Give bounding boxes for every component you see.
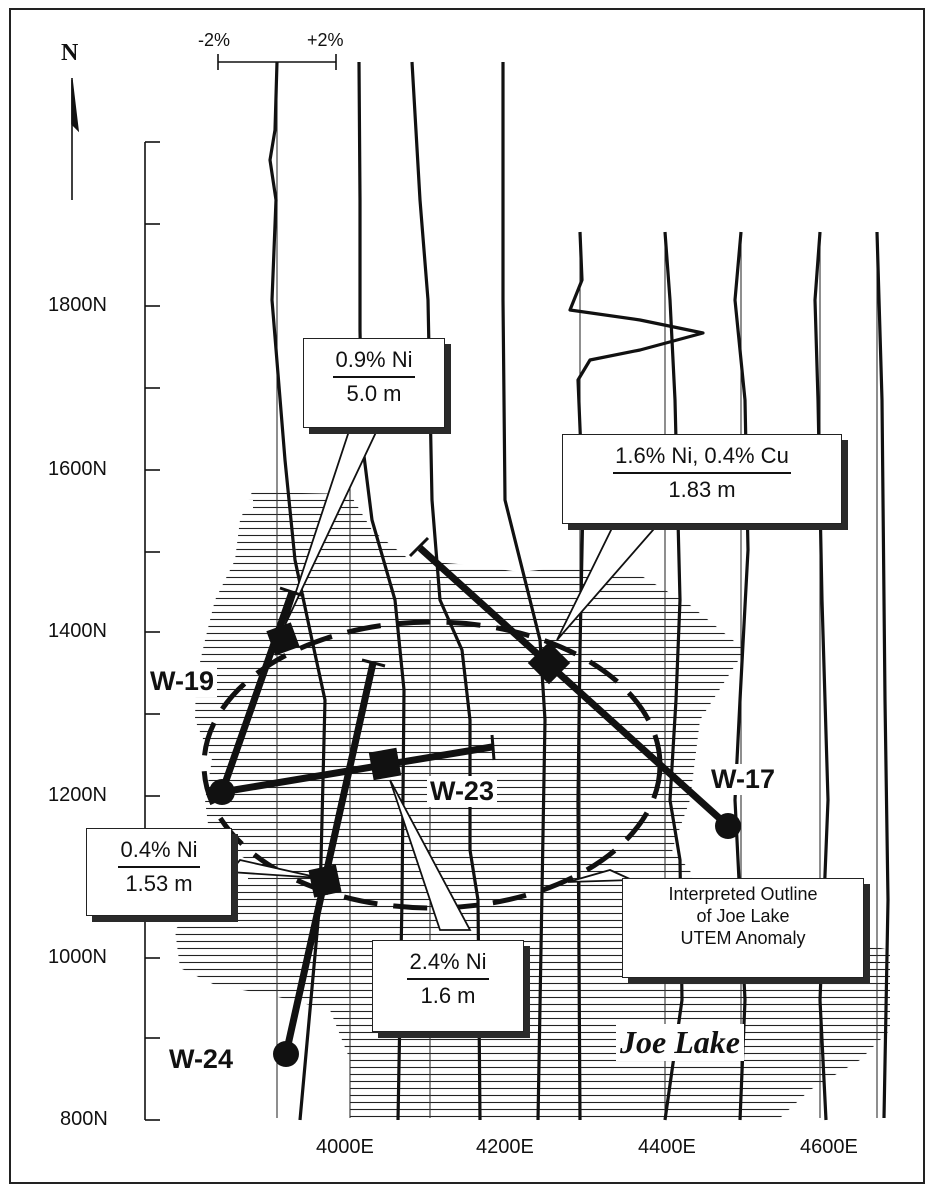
y-tick-1200: 1200N bbox=[48, 784, 107, 806]
assay-grade: 0.4% Ni bbox=[118, 837, 200, 868]
hole-label-w19: W-19 bbox=[147, 666, 217, 697]
northing-axis bbox=[144, 141, 160, 1121]
y-tick-1800: 1800N bbox=[48, 294, 107, 316]
x-tick-4000: 4000E bbox=[316, 1136, 374, 1158]
assay-callout-w23: 2.4% Ni 1.6 m bbox=[372, 940, 524, 1032]
hatched-anomaly-area bbox=[175, 492, 890, 1118]
drillhole-w17 bbox=[417, 545, 731, 829]
note-line-3: UTEM Anomaly bbox=[680, 928, 806, 948]
drillhole-w24 bbox=[282, 662, 377, 1055]
assay-width: 5.0 m bbox=[346, 381, 402, 406]
drillhole-w19 bbox=[218, 590, 296, 794]
callout-pointers bbox=[228, 427, 662, 931]
assay-width: 1.53 m bbox=[125, 871, 193, 896]
hole-label-w24: W-24 bbox=[166, 1044, 236, 1075]
map-frame bbox=[9, 8, 925, 1184]
scale-left-label: -2% bbox=[198, 30, 231, 50]
note-line-2: of Joe Lake bbox=[696, 906, 790, 926]
x-tick-4600: 4600E bbox=[800, 1136, 858, 1158]
drill-holes bbox=[218, 536, 731, 1055]
x-tick-4200: 4200E bbox=[476, 1136, 534, 1158]
assay-width: 1.83 m bbox=[668, 477, 736, 502]
x-tick-4400: 4400E bbox=[638, 1136, 696, 1158]
assay-callout-w24: 0.4% Ni 1.53 m bbox=[86, 828, 232, 916]
note-line-1: Interpreted Outline bbox=[668, 884, 818, 904]
hole-label-w23: W-23 bbox=[427, 776, 497, 807]
assay-callout-w17: 1.6% Ni, 0.4% Cu 1.83 m bbox=[562, 434, 842, 524]
y-tick-1400: 1400N bbox=[48, 620, 107, 642]
assay-grade: 0.9% Ni bbox=[333, 347, 415, 378]
scale-right-label: +2% bbox=[307, 30, 344, 50]
y-tick-800: 800N bbox=[60, 1108, 108, 1130]
assay-grade: 2.4% Ni bbox=[407, 949, 489, 980]
collar-w17 bbox=[715, 813, 741, 839]
anomaly-outline-note: Interpreted Outline of Joe Lake UTEM Ano… bbox=[622, 878, 864, 978]
drill-collars bbox=[209, 779, 741, 1067]
north-label: N bbox=[61, 40, 79, 66]
collar-w24 bbox=[273, 1041, 299, 1067]
assay-grade: 1.6% Ni, 0.4% Cu bbox=[613, 443, 791, 474]
hole-label-w17: W-17 bbox=[708, 764, 778, 795]
collar-w19-w23 bbox=[209, 779, 235, 805]
y-tick-1000: 1000N bbox=[48, 946, 107, 968]
drillhole-w23 bbox=[221, 743, 493, 796]
y-tick-1600: 1600N bbox=[48, 458, 107, 480]
assay-width: 1.6 m bbox=[420, 983, 476, 1008]
assay-callout-w19: 0.9% Ni 5.0 m bbox=[303, 338, 445, 428]
lake-label: Joe Lake bbox=[616, 1024, 744, 1061]
north-arrow-icon bbox=[71, 78, 80, 200]
utem-profile-curves bbox=[268, 61, 890, 1121]
